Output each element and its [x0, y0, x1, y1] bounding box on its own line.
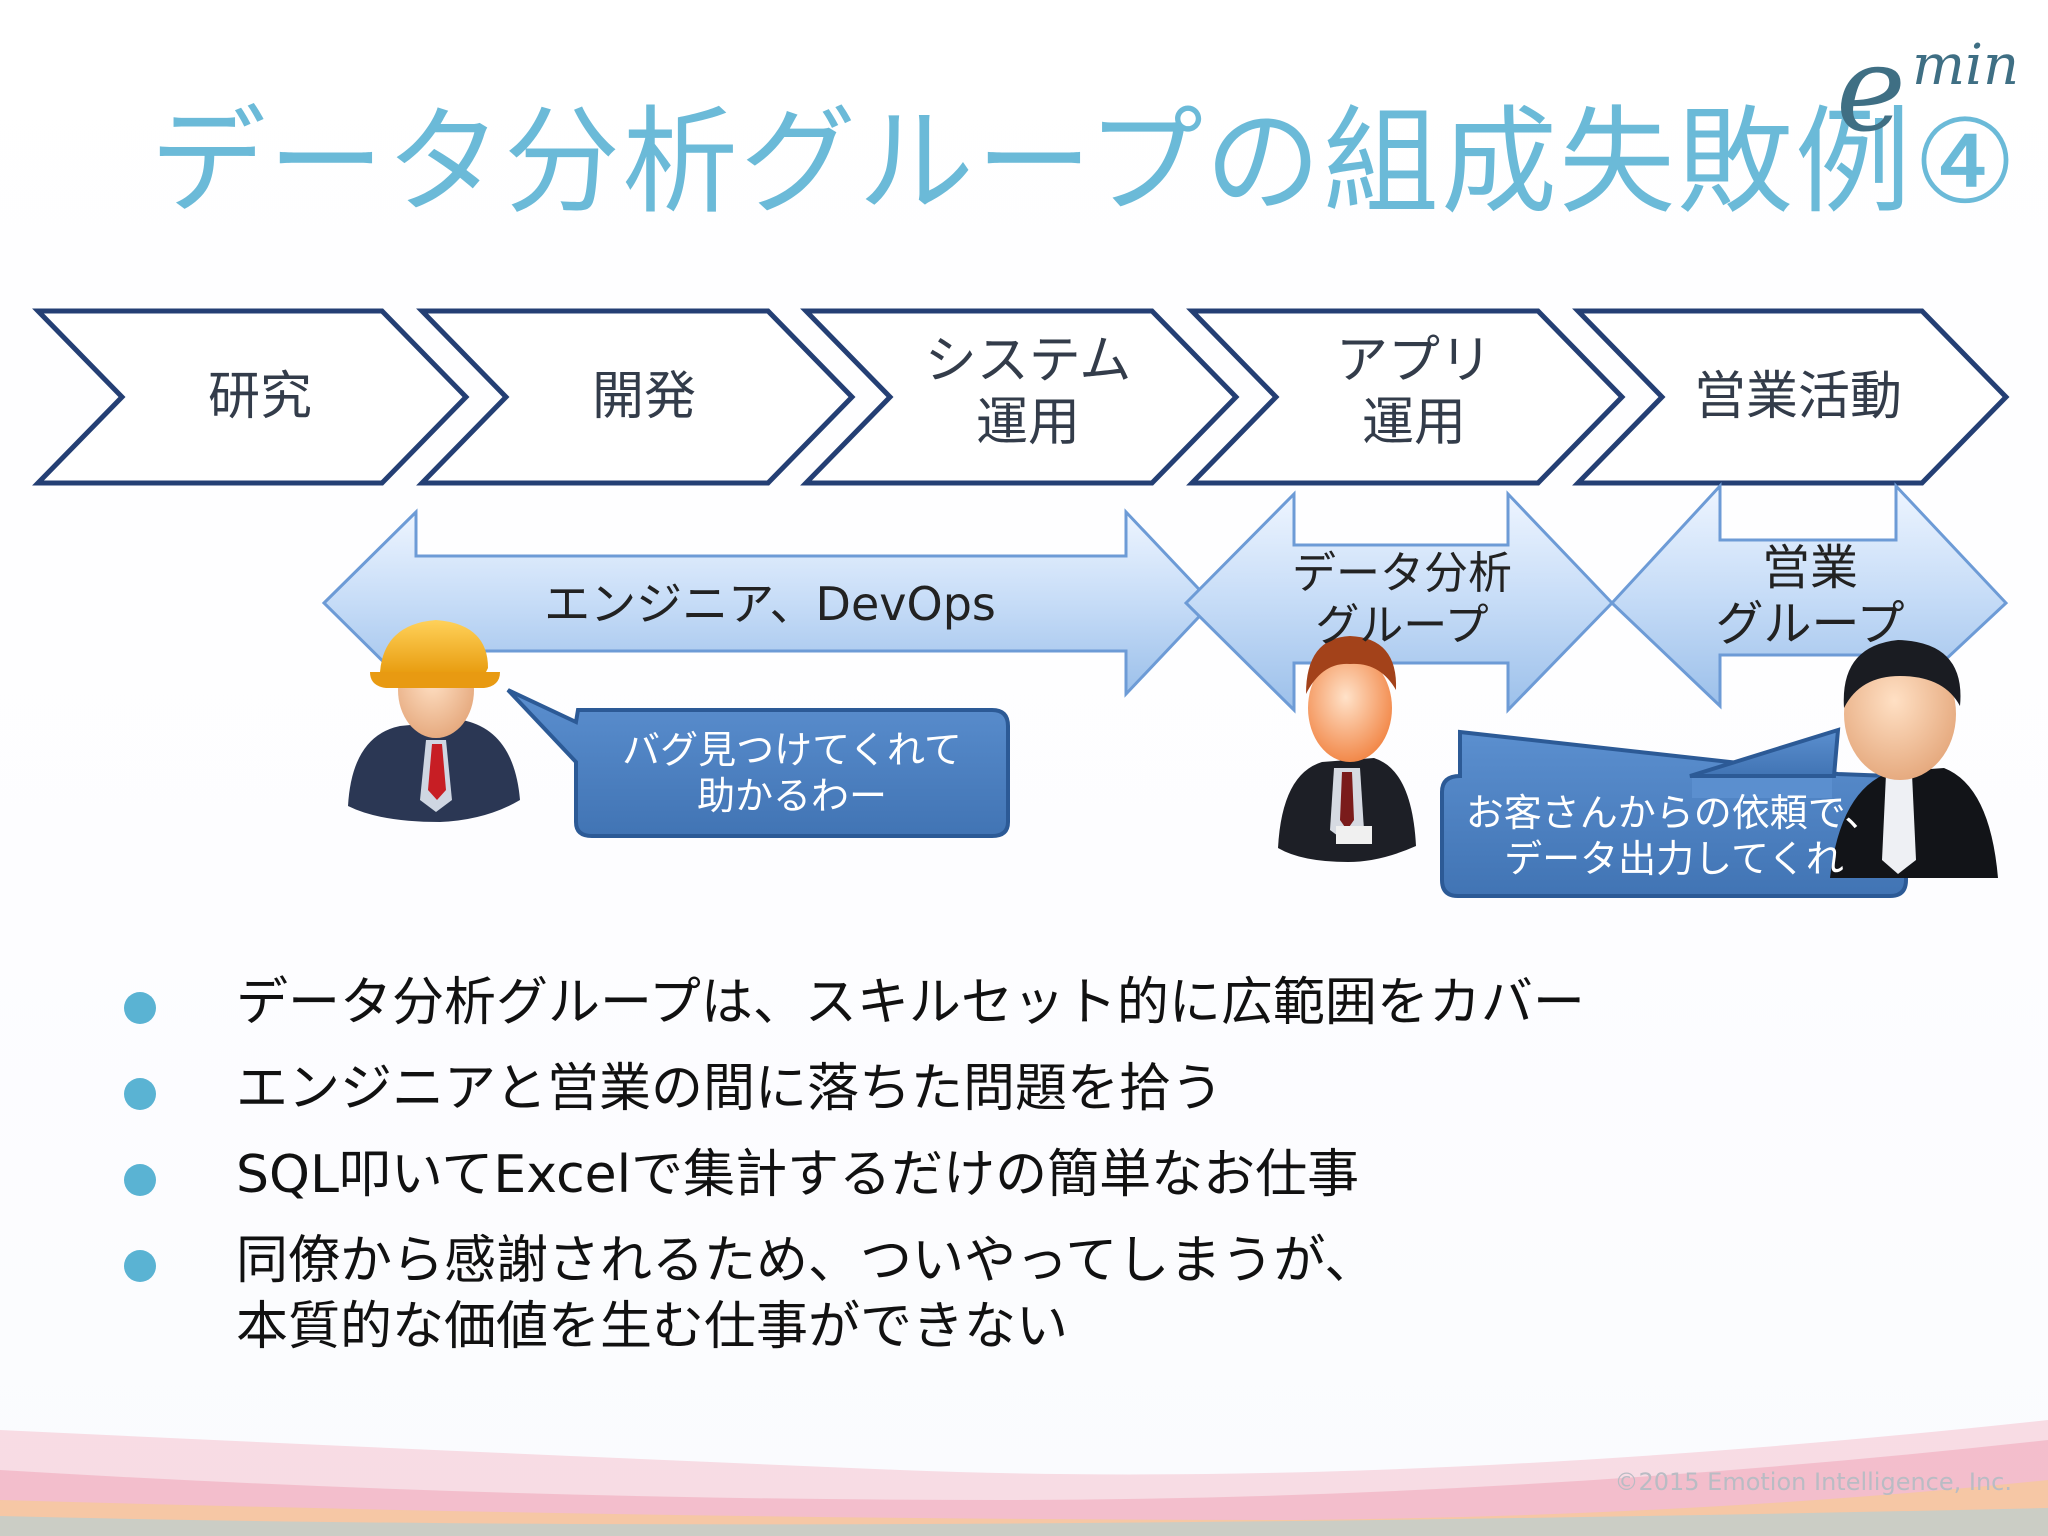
bullet-dot-icon	[124, 1164, 156, 1196]
bubble-text-engineer: バグ見つけてくれて 助かるわー	[622, 728, 962, 818]
speech-bubble-engineer	[506, 688, 1010, 838]
stage-label-research: 研究	[207, 367, 312, 427]
bullet-item: データ分析グループは、スキルセット的に広範囲をカバー	[110, 970, 1910, 1036]
page-title: データ分析グループの組成失敗例④	[150, 95, 2020, 230]
stage-chevron-4	[1186, 308, 1626, 486]
role-label-sales-group: 営業 グループ	[1715, 540, 1905, 652]
stage-chevron-3	[800, 308, 1240, 486]
bubble-text-sales: お客さんからの依頼で、 データ出力してくれ	[1465, 791, 1883, 881]
salesman-figure	[1830, 640, 1998, 878]
bullet-item: エンジニアと営業の間に落ちた問題を拾う	[110, 1056, 1910, 1122]
logo-min: min	[1912, 33, 2020, 98]
role-label-data-group: データ分析 グループ	[1292, 548, 1512, 651]
bullet-dot-icon	[124, 1250, 156, 1282]
bullet-item: SQL叩いてExcelで集計するだけの簡単なお仕事	[110, 1142, 1910, 1208]
stage-label-app-ops: アプリ 運用	[1335, 331, 1492, 453]
copyright: ©2015 Emotion Intelligence, Inc.	[1614, 1468, 2012, 1496]
bullet-dot-icon	[124, 992, 156, 1024]
analyst-figure	[1278, 636, 1416, 862]
stage-label-development: 開発	[591, 367, 696, 427]
emin-logo: e min	[1836, 20, 2020, 158]
stage-label-system-ops: システム 運用	[924, 331, 1132, 453]
stage-chevron-5	[1572, 308, 2010, 486]
bullet-list: データ分析グループは、スキルセット的に広範囲をカバー エンジニアと営業の間に落ち…	[110, 970, 1910, 1380]
bullet-item: 同僚から感謝されるため、ついやってしまうが、 本質的な価値を生む仕事ができない	[110, 1228, 1910, 1360]
bullet-dot-icon	[124, 1078, 156, 1110]
engineer-figure	[348, 620, 520, 822]
role-label-engineer: エンジニア、DevOps	[544, 577, 996, 631]
stage-label-sales: 営業活動	[1693, 367, 1902, 427]
stage-chevron-1	[32, 308, 470, 486]
stage-chevron-2	[416, 308, 856, 486]
logo-e: e	[1836, 20, 1906, 158]
